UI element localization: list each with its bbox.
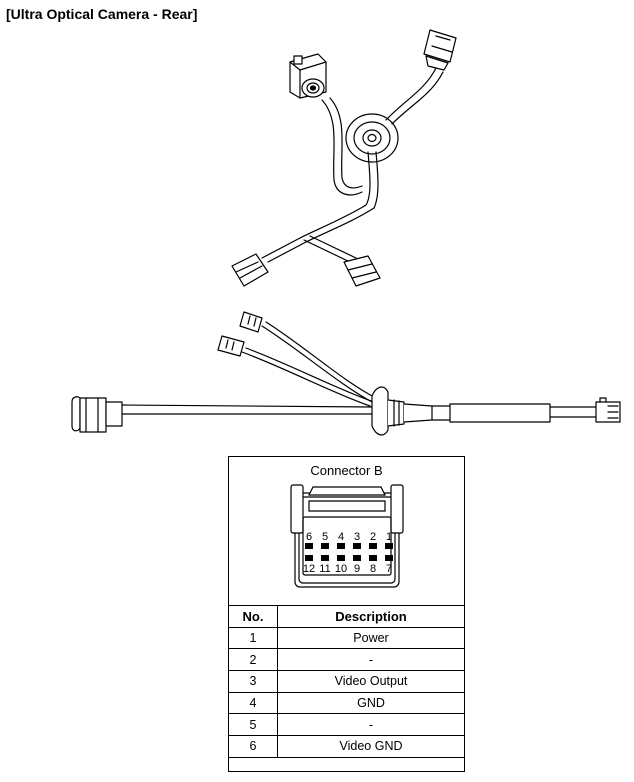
pin-description: - (277, 713, 465, 737)
column-header-no: No. (228, 605, 278, 628)
pin-description: GND (277, 691, 465, 715)
pin-row-bottom (305, 555, 393, 561)
rear-camera-connector (71, 396, 123, 433)
table-row: 1 Power (228, 626, 465, 650)
pin-label: 12 (303, 563, 315, 575)
pin-label: 11 (319, 563, 330, 575)
small-connector-1 (239, 311, 263, 333)
pin-label: 3 (354, 531, 360, 543)
camera-module (289, 53, 327, 99)
connector-b-face: 6 5 4 3 2 1 12 11 10 9 8 7 (290, 484, 404, 588)
connector-b-panel: Connector B (228, 456, 465, 772)
pin-label: 9 (354, 563, 360, 575)
pin-label: 8 (370, 563, 376, 575)
table-row: 6 Video GND (228, 735, 465, 758)
pin-number: 3 (228, 670, 278, 693)
pin-label: 1 (386, 531, 392, 543)
pin-label: 7 (386, 563, 392, 575)
pin-description: Power (277, 626, 465, 650)
table-row: 4 GND (228, 691, 465, 715)
pin-number: 1 (228, 626, 278, 650)
pin-description: - (277, 648, 465, 672)
pin-number: 6 (228, 735, 278, 758)
small-connector-2 (217, 335, 245, 357)
pin-number: 2 (228, 648, 278, 672)
table-row: 5 - (228, 713, 465, 737)
connector-b-label: Connector B (310, 463, 383, 478)
pin-label: 10 (335, 563, 347, 575)
table-row: 2 - (228, 648, 465, 672)
left-lower-connector (231, 253, 269, 287)
table-row: 3 Video Output (228, 670, 465, 693)
pin-label: 5 (322, 531, 328, 543)
grommet (345, 113, 399, 163)
right-end-connector (595, 397, 621, 423)
top-connector (423, 29, 457, 71)
pin-label: 6 (306, 531, 312, 543)
pin-number: 5 (228, 713, 278, 737)
right-lower-connector (343, 255, 381, 287)
page-title: [Ultra Optical Camera - Rear] (6, 6, 198, 22)
column-header-description: Description (277, 605, 465, 628)
pin-description-table: No. Description 1 Power 2 - 3 Video Outp… (228, 605, 465, 758)
pin-number: 4 (228, 691, 278, 715)
pin-label: 4 (338, 531, 344, 543)
pin-label: 2 (370, 531, 376, 543)
harness-illustration (71, 29, 621, 436)
table-header-row: No. Description (228, 605, 465, 628)
pin-row-top (305, 543, 393, 549)
lower-grommet (371, 386, 433, 436)
pin-description: Video GND (277, 735, 465, 758)
pin-description: Video Output (277, 670, 465, 693)
